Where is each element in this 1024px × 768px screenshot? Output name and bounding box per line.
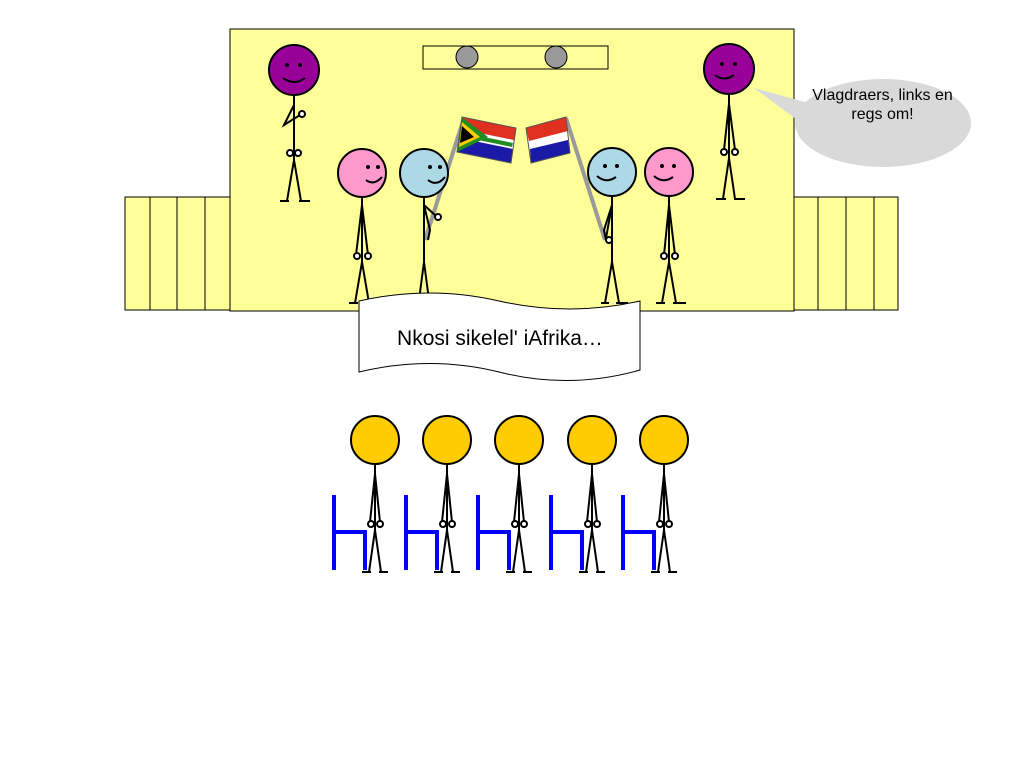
chair <box>549 495 584 570</box>
song-banner <box>358 292 641 382</box>
stage-light-bar <box>422 45 609 70</box>
pink-figure-left <box>337 148 387 304</box>
chair <box>332 495 367 570</box>
flag-bearer-left <box>399 116 517 301</box>
audience-member <box>621 415 689 573</box>
chair <box>404 495 439 570</box>
speech-bubble <box>754 79 971 167</box>
speaker-figure-left <box>268 44 320 202</box>
audience-member <box>549 415 617 573</box>
speech-bubble-text: Vlagdraers, links en regs om! <box>812 87 953 123</box>
south-africa-flag-icon <box>457 117 516 163</box>
audience-member <box>476 415 544 573</box>
chair <box>476 495 511 570</box>
flag-bearer-right <box>525 116 637 304</box>
audience-member <box>332 415 400 573</box>
chair <box>621 495 656 570</box>
song-banner-text: Nkosi sikelel' iAfrika… <box>397 327 603 350</box>
stage <box>124 28 899 312</box>
stage-light-icon <box>544 45 568 69</box>
audience <box>332 415 689 573</box>
speaker-figure-right <box>703 43 755 200</box>
old-south-africa-flag-icon <box>525 116 571 164</box>
audience-member <box>404 415 472 573</box>
stage-steps-left <box>124 196 231 311</box>
stage-light-icon <box>455 45 479 69</box>
stage-steps-right <box>793 196 899 311</box>
pink-figure-right <box>644 147 694 304</box>
